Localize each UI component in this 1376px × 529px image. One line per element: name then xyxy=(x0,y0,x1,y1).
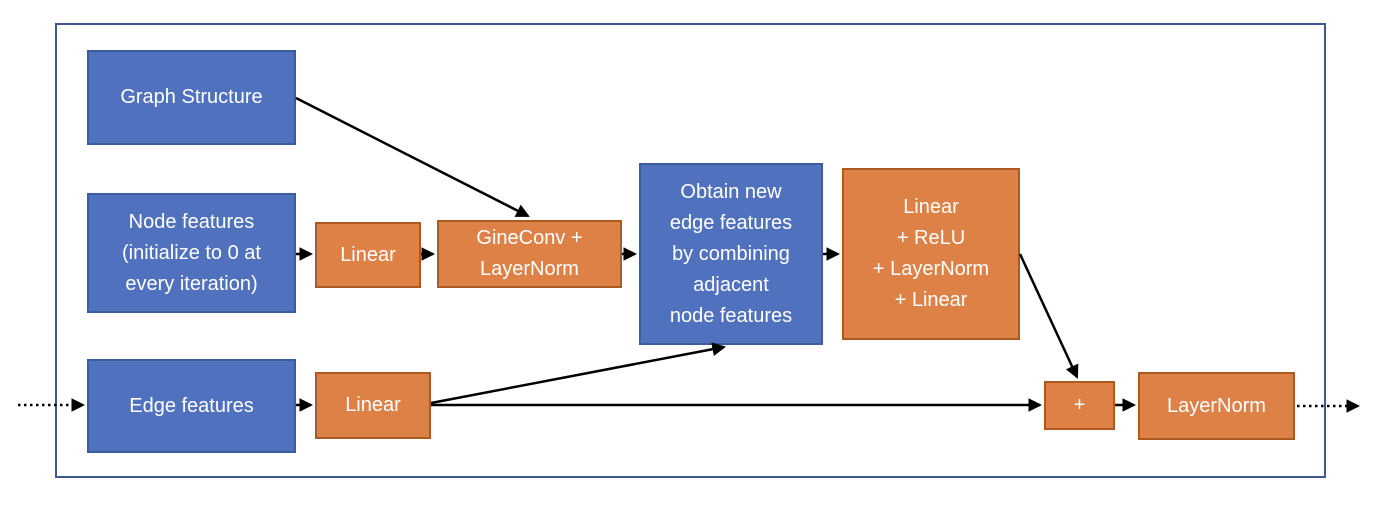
node-features-box: Node features (initialize to 0 at every … xyxy=(87,193,296,313)
graph-structure-box: Graph Structure xyxy=(87,50,296,145)
layernorm-out-box: LayerNorm xyxy=(1138,372,1295,440)
linear-node-box: Linear xyxy=(315,222,421,288)
gineconv-layernorm-box: GineConv + LayerNorm xyxy=(437,220,622,288)
edge-features-box: Edge features xyxy=(87,359,296,453)
diagram-frame xyxy=(55,23,1326,478)
obtain-new-edge-features-box: Obtain new edge features by combining ad… xyxy=(639,163,823,345)
sum-box: + xyxy=(1044,381,1115,430)
mlp-block-box: Linear + ReLU + LayerNorm + Linear xyxy=(842,168,1020,340)
linear-edge-box: Linear xyxy=(315,372,431,439)
